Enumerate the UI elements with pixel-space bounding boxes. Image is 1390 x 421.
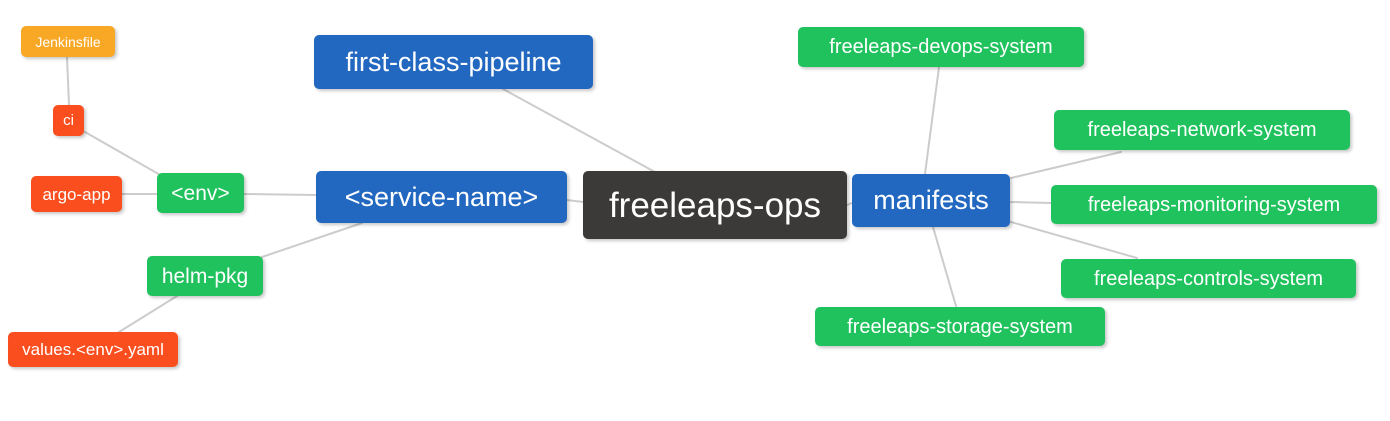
node-argo-app[interactable]: argo-app — [31, 176, 122, 212]
node-freeleaps-devops-system[interactable]: freeleaps-devops-system — [798, 27, 1084, 67]
node-freeleaps-network-system[interactable]: freeleaps-network-system — [1054, 110, 1350, 150]
node-freeleaps-monitoring-system[interactable]: freeleaps-monitoring-system — [1051, 185, 1377, 224]
node-manifests[interactable]: manifests — [852, 174, 1010, 227]
node-freeleaps-controls-system[interactable]: freeleaps-controls-system — [1061, 259, 1356, 298]
node-freeleaps-storage-system[interactable]: freeleaps-storage-system — [815, 307, 1105, 346]
node-helm-pkg[interactable]: helm-pkg — [147, 256, 263, 296]
node-env[interactable]: <env> — [157, 173, 244, 213]
node-values-env-yaml[interactable]: values.<env>.yaml — [8, 332, 178, 367]
node-service-name[interactable]: <service-name> — [316, 171, 567, 223]
node-ci[interactable]: ci — [53, 105, 84, 136]
node-first-class-pipeline[interactable]: first-class-pipeline — [314, 35, 593, 89]
node-freeleaps-ops[interactable]: freeleaps-ops — [583, 171, 847, 239]
node-jenkinsfile[interactable]: Jenkinsfile — [21, 26, 115, 57]
